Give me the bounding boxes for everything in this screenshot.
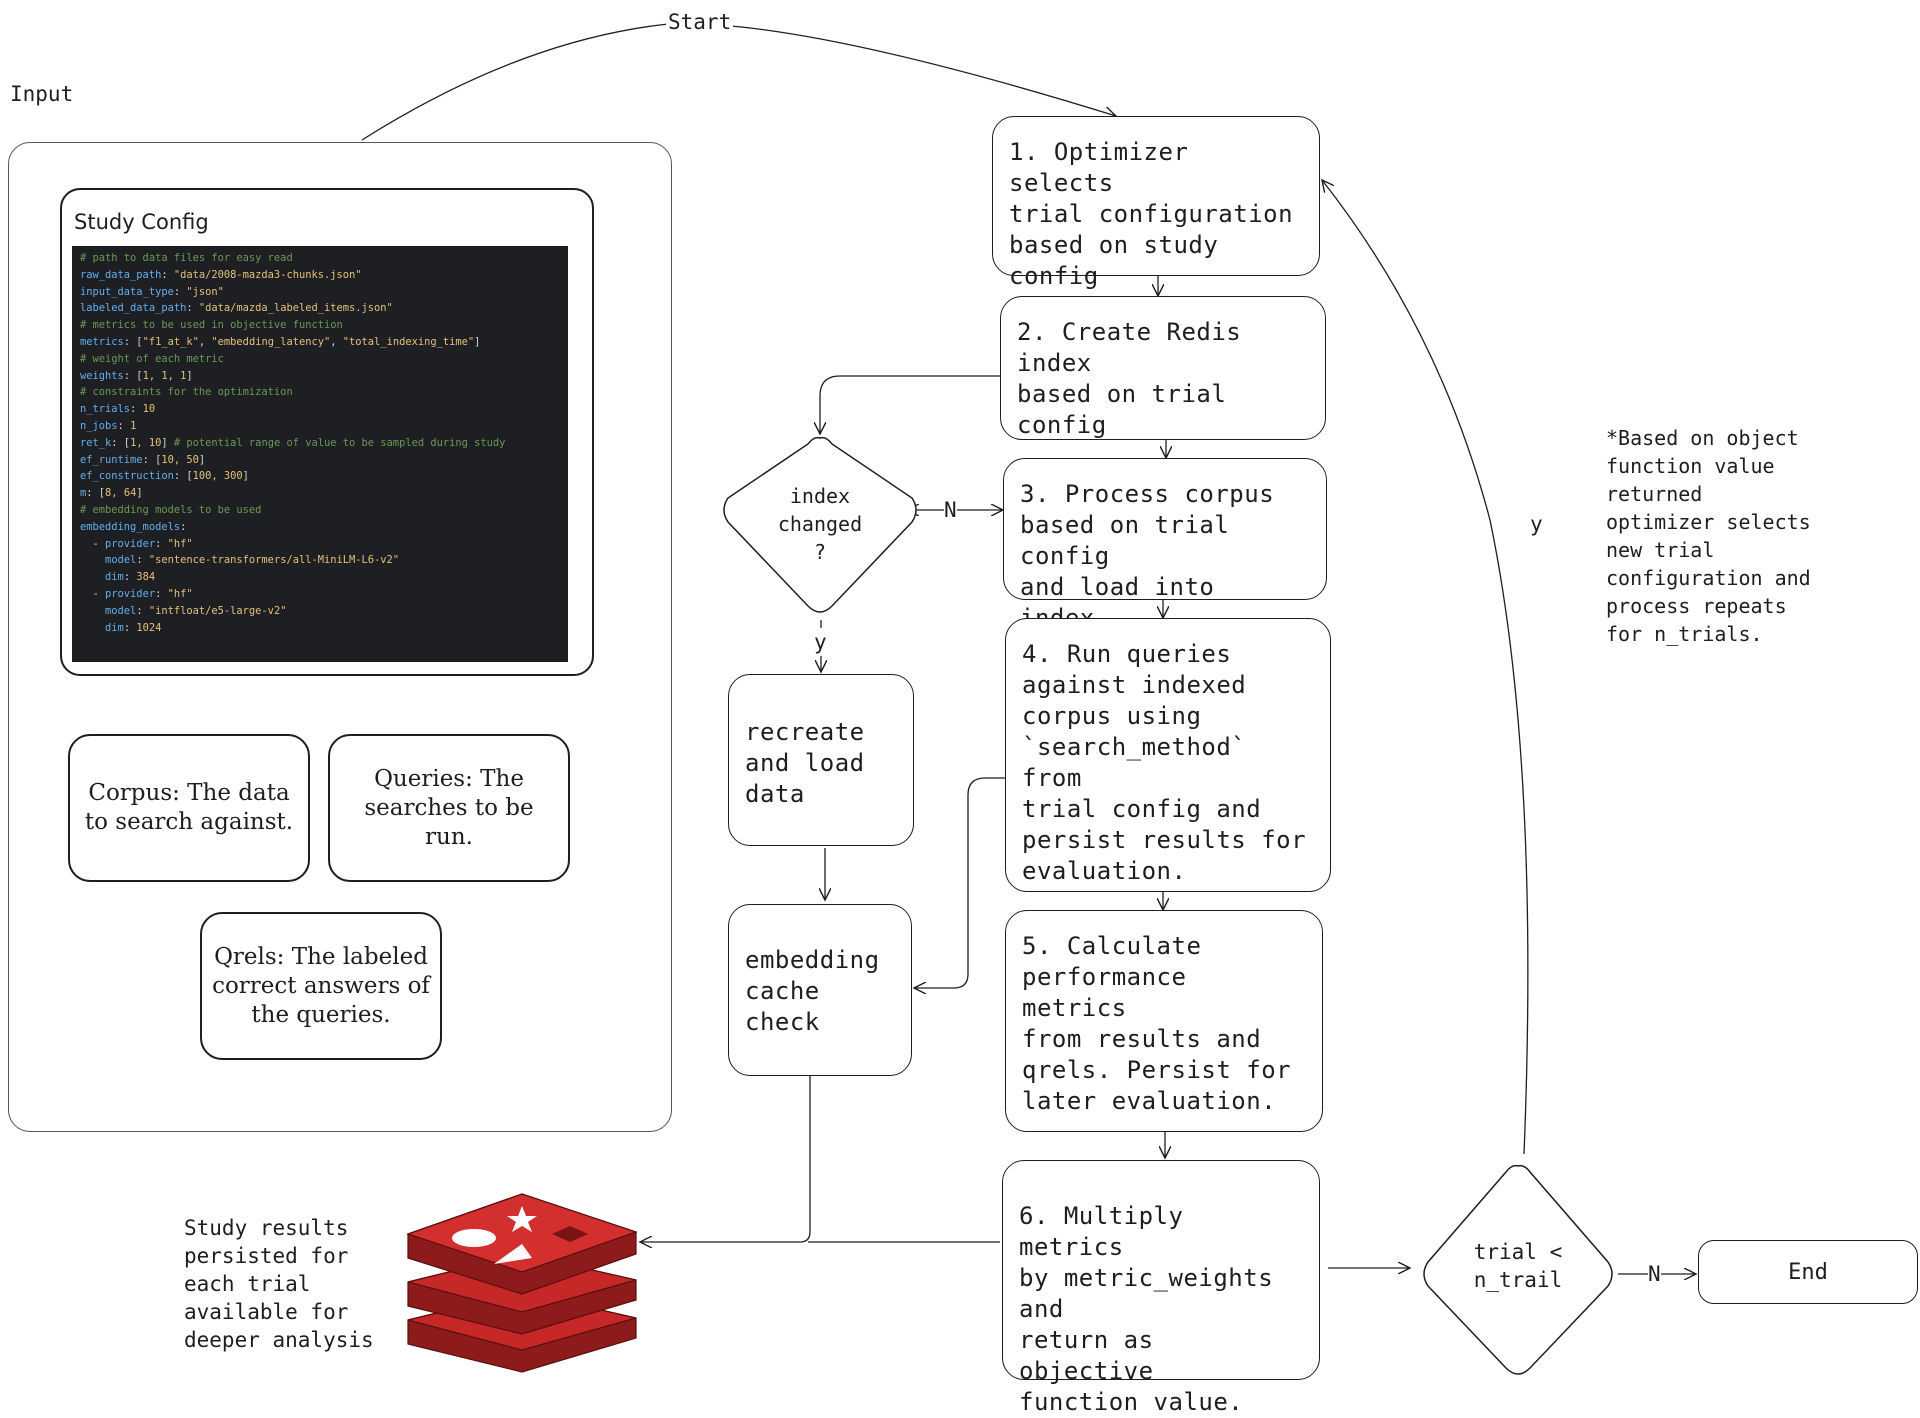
diamond-trial (1423, 1164, 1613, 1375)
code-line: dim: 384 (105, 571, 156, 584)
code-line: dim: 1024 (105, 621, 162, 634)
code-line: ret_k: [1, 10] # potential range of valu… (80, 436, 506, 449)
step-5-box: 5. Calculate performance metrics from re… (1005, 910, 1323, 1132)
code-line: # path to data files for easy read (80, 252, 293, 264)
code-line: n_jobs: 1 (80, 419, 137, 432)
code-line: model: "sentence-transformers/all-MiniLM… (105, 554, 400, 567)
step-6-box: 6. Multiply metrics by metric_weights an… (1002, 1160, 1320, 1416)
trial-check-text: trial < n_trail (1473, 1240, 1563, 1292)
edge-label-y-trial: y (1530, 510, 1543, 538)
code-line: embedding_models: (80, 520, 187, 533)
queries-card: Queries: The searches to be run. (328, 734, 570, 882)
arrow-4-cache (914, 777, 1020, 988)
step-1-box: 1. Optimizer selects trial configuration… (992, 116, 1320, 290)
embedding-cache-box: embedding cache check (728, 904, 912, 1076)
code-line: metrics: ["f1_at_k", "embedding_latency"… (80, 335, 481, 348)
code-line: raw_data_path: "data/2008-mazda3-chunks.… (80, 268, 362, 281)
step-2-box: 2. Create Redis index based on trial con… (1000, 296, 1326, 440)
code-line: # weight of each metric (80, 352, 224, 365)
input-label: Input (10, 82, 74, 106)
code-line: weights: [1, 1, 1] (80, 369, 193, 382)
corpus-card: Corpus: The data to search against. (68, 734, 310, 882)
arrow-trial-1 (1322, 180, 1529, 1155)
code-line: m: [8, 64] (80, 487, 143, 500)
code-line: # constraints for the optimization (80, 386, 293, 399)
loop-note: *Based on object function value returned… (1606, 426, 1811, 646)
code-line: labeled_data_path: "data/mazda_labeled_i… (80, 302, 393, 315)
results-note: Study results persisted for each trial a… (184, 1216, 374, 1352)
step-3-box: 3. Process corpus based on trial config … (1003, 458, 1327, 632)
arrow-cache-redis (640, 1076, 811, 1242)
input-container (8, 142, 672, 1132)
edge-label-y-index: y (814, 628, 827, 656)
end-box: End (1698, 1240, 1918, 1304)
edge-label-n-index: N (944, 496, 957, 524)
code-line: n_trials: 10 (80, 403, 156, 416)
index-changed-text: index changed ? (777, 484, 863, 564)
start-label: Start (666, 8, 734, 36)
step-4-box: 4. Run queries against indexed corpus us… (1005, 618, 1331, 892)
code-line: ef_runtime: [10, 50] (80, 453, 206, 466)
arrow-2-decision (820, 375, 1003, 434)
study-config-code: # path to data files for easy read raw_da… (72, 246, 568, 662)
code-line: - provider: "hf" (80, 587, 193, 600)
code-line: input_data_type: "json" (80, 285, 224, 298)
code-line: model: "intfloat/e5-large-v2" (105, 604, 287, 617)
code-line: ef_construction: [100, 300] (80, 470, 249, 483)
study-config-title: Study Config (74, 210, 209, 234)
code-line: - provider: "hf" (80, 537, 193, 550)
diamond-index-changed (723, 436, 917, 613)
edge-label-n-trial: N (1648, 1260, 1661, 1288)
code-line: # embedding models to be used (80, 503, 262, 516)
recreate-box: recreate and load data (728, 674, 914, 846)
code-line: # metrics to be used in objective functi… (80, 319, 343, 332)
redis-database-icon (406, 1193, 638, 1373)
qrels-card: Qrels: The labeled correct answers of th… (200, 912, 442, 1060)
connector-layer (361, 23, 1920, 1375)
